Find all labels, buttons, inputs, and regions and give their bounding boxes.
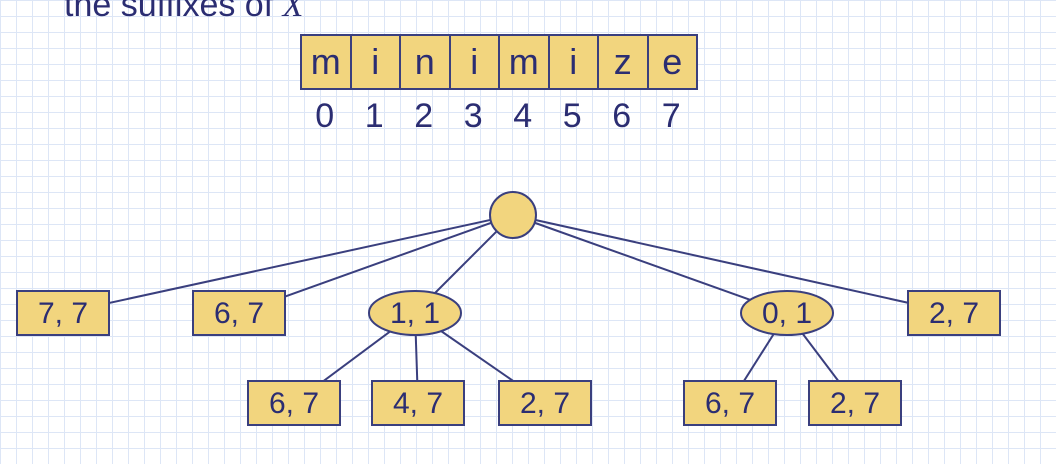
node-label-leaf-6-7-b: 6, 7 (269, 387, 319, 420)
caption-variable: X (282, 0, 304, 24)
index-label-5: 5 (562, 97, 582, 135)
index-label-3: 3 (463, 97, 483, 135)
caption: the suffixes of X (64, 0, 303, 25)
root-node (489, 191, 537, 239)
leaf-node-leaf-6-7-a (192, 290, 286, 336)
index-label-2: 2 (414, 97, 434, 135)
leaf-node-leaf-6-7-c (683, 380, 777, 426)
node-label-leaf-7-7: 7, 7 (38, 297, 88, 330)
node-label-leaf-2-7-b: 2, 7 (520, 387, 570, 420)
leaf-node-leaf-6-7-b (247, 380, 341, 426)
node-label-node-1-1: 1, 1 (390, 297, 440, 330)
index-label-7: 7 (661, 97, 681, 135)
string-array: m i n i m i z e (300, 34, 698, 90)
leaf-node-leaf-2-7-a (907, 290, 1001, 336)
tree-nodes: 7, 7 6, 7 1, 1 0, 1 2, 7 6, 7 4, 7 2, 7 6, 7 2, 7 (16, 191, 1001, 426)
char-cell-4: m (498, 34, 550, 90)
node-label-leaf-2-7-a: 2, 7 (929, 297, 979, 330)
internal-node-node-1-1 (368, 290, 462, 336)
node-label-leaf-6-7-a: 6, 7 (214, 297, 264, 330)
leaf-node-leaf-4-7 (371, 380, 465, 426)
char-cell-0: m (300, 34, 352, 90)
char-cell-5: i (547, 34, 599, 90)
caption-text: the suffixes of (64, 0, 283, 24)
node-label-leaf-2-7-c: 2, 7 (830, 387, 880, 420)
edge-root-to-leaf-7-7 (62, 214, 514, 314)
char-cell-6: z (597, 34, 649, 90)
index-label-4: 4 (513, 97, 533, 135)
node-label-node-0-1: 0, 1 (762, 297, 812, 330)
leaf-node-leaf-2-7-b (498, 380, 592, 426)
index-label-0: 0 (315, 97, 335, 135)
node-label-leaf-4-7: 4, 7 (393, 387, 443, 420)
leaf-node-leaf-7-7 (16, 290, 110, 336)
index-label-6: 6 (612, 97, 632, 135)
index-row: 0 1 2 3 4 5 6 7 (300, 96, 696, 136)
leaf-node-leaf-2-7-c (808, 380, 902, 426)
node-label-leaf-6-7-c: 6, 7 (705, 387, 755, 420)
char-cell-1: i (349, 34, 401, 90)
index-label-1: 1 (364, 97, 384, 135)
edge-root-to-leaf-2-7-a (512, 214, 955, 314)
edge-root-to-node-0-1 (512, 214, 788, 314)
internal-node-node-0-1 (740, 290, 834, 336)
char-cell-7: e (646, 34, 698, 90)
